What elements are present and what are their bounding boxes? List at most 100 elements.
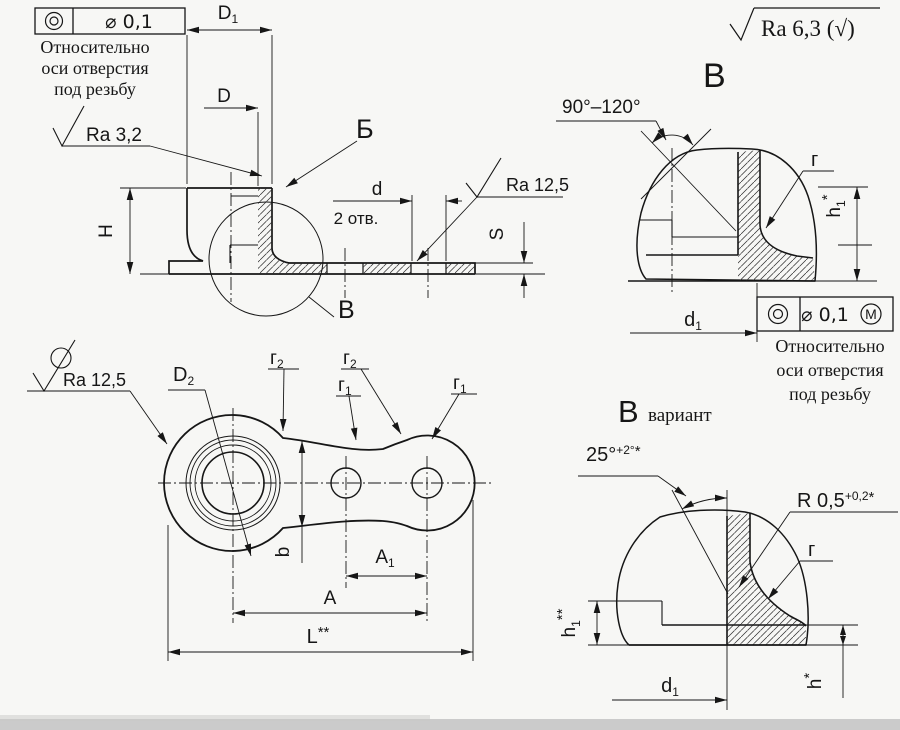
roughness-icon-plate: Ra 12,5 <box>416 157 569 262</box>
dim-h1-variant: h1** <box>554 601 601 645</box>
detail-view-b: В Ra 6,3 (√) 90°–120° г <box>556 7 894 404</box>
tolerance-frame-front: ⌀ 0,1 <box>34 7 186 35</box>
svg-text:d1: d1 <box>684 309 702 333</box>
detail-boundary <box>615 509 809 646</box>
angle-arc <box>651 132 694 146</box>
tolerance-frame-detail: ⌀ 0,1 M <box>756 296 894 332</box>
dim-H: H <box>96 187 186 274</box>
front-view: ⌀ 0,1 Относительно оси отверстия под рез… <box>34 3 569 324</box>
svg-text:h*: h* <box>801 673 826 690</box>
variant-title: В вариант <box>618 394 712 429</box>
dim-radius-r05: R 0,5+0,2* <box>738 489 898 588</box>
mmc-icon: M <box>860 303 882 325</box>
tolerance-note-line: оси отверстия <box>776 360 883 380</box>
dim-countersink-angle: 90°–120° <box>556 97 667 141</box>
svg-text:г1: г1 <box>453 373 467 396</box>
section-hatch <box>446 263 475 274</box>
detail-circle-B <box>208 201 324 317</box>
tolerance-value: ⌀ 0,1 <box>105 11 153 33</box>
svg-text:25°+2°*: 25°+2°* <box>586 443 641 466</box>
dim-A: A <box>233 588 427 617</box>
section-hatch <box>258 188 327 274</box>
lug-outline <box>163 414 476 552</box>
detail-boundary <box>636 147 818 282</box>
svg-text:R 0,5+0,2*: R 0,5+0,2* <box>797 489 875 512</box>
section-hatch <box>363 263 411 274</box>
roughness-value: Ra 12,5 <box>63 370 126 390</box>
dim-L: L** <box>168 624 473 656</box>
svg-text:b: b <box>273 547 294 558</box>
svg-text:h1*: h1* <box>819 194 848 217</box>
detail-view-b-variant: В вариант 25°+2°* R 0,5+0,2* г <box>554 394 898 710</box>
detail-ref-label: В <box>338 296 355 324</box>
svg-text:г: г <box>811 149 818 171</box>
svg-text:h1**: h1** <box>554 608 583 637</box>
dim-d1: d1 <box>630 283 758 342</box>
dim-d-holes: d 2 отв. <box>333 179 462 261</box>
dim-h-variant: h* <box>801 625 846 698</box>
section-hatch <box>727 513 806 645</box>
roughness-icon-plan: Ra 12,5 <box>27 339 168 445</box>
roughness-value: Ra 12,5 <box>506 175 569 195</box>
dim-D2: D2 <box>168 364 252 557</box>
roughness-icon-general: Ra 6,3 (√) <box>729 7 880 42</box>
svg-text:D2: D2 <box>173 364 194 388</box>
svg-text:M: M <box>865 306 877 322</box>
label-B-surface: Б <box>285 114 374 188</box>
svg-text:В: В <box>618 394 639 429</box>
front-outline <box>140 172 545 302</box>
svg-text:H: H <box>96 224 117 238</box>
dim-A1: A1 <box>346 547 427 580</box>
dim-r2-mid: г2 <box>341 348 402 435</box>
svg-text:d: d <box>372 179 383 200</box>
tolerance-note-detail: Относительно оси отверстия под резьбу <box>775 336 884 404</box>
section-hatch <box>738 150 815 281</box>
dim-r2-left: г2 <box>268 348 299 432</box>
dim-b: b <box>273 441 306 563</box>
svg-text:г2: г2 <box>343 348 357 371</box>
dim-chamfer-angle: 25°+2°* <box>578 443 687 497</box>
holes-count-note: 2 отв. <box>334 209 379 228</box>
tolerance-note-front: Относительно оси отверстия под резьбу <box>40 37 149 99</box>
concentricity-icon <box>44 11 64 31</box>
dim-d1-variant: d1 <box>612 675 727 704</box>
hole-centerline <box>345 456 428 623</box>
svg-text:L**: L** <box>307 624 330 648</box>
tolerance-note-line: Относительно <box>775 336 884 356</box>
dim-fillet-r: г <box>765 149 834 229</box>
tolerance-value: ⌀ 0,1 <box>801 304 849 326</box>
scan-edge-strip <box>0 719 900 730</box>
svg-text:A: A <box>324 588 337 609</box>
svg-text:г: г <box>808 539 815 561</box>
svg-text:Б: Б <box>356 114 374 144</box>
dim-D: D <box>204 86 259 186</box>
svg-text:D: D <box>217 86 231 107</box>
roughness-value: Ra 3,2 <box>86 125 142 146</box>
svg-text:г2: г2 <box>270 348 284 371</box>
detail-title: В <box>703 57 726 95</box>
tolerance-note-line: под резьбу <box>54 79 136 99</box>
svg-text:S: S <box>487 228 508 241</box>
dim-D1: D1 <box>186 3 273 184</box>
general-roughness-value: Ra 6,3 (√) <box>761 16 855 41</box>
svg-text:A1: A1 <box>375 547 395 570</box>
svg-text:D1: D1 <box>218 3 239 26</box>
concentricity-icon <box>767 303 789 325</box>
dim-r1-right: г1 <box>431 373 477 440</box>
svg-text:90°–120°: 90°–120° <box>562 97 641 118</box>
tolerance-note-line: под резьбу <box>789 384 871 404</box>
angle-arc <box>681 494 728 510</box>
svg-text:d1: d1 <box>661 675 679 699</box>
tolerance-note-line: оси отверстия <box>41 58 148 78</box>
scan-edge-strip <box>0 715 430 721</box>
plan-view: Ra 12,5 D2 г2 г2 г1 г1 <box>27 339 494 661</box>
svg-text:г1: г1 <box>338 375 352 398</box>
svg-text:вариант: вариант <box>648 405 712 426</box>
dim-h1: h1* <box>818 186 872 281</box>
hole-centerline <box>344 248 429 298</box>
dim-r1-mid: г1 <box>336 375 361 441</box>
tolerance-note-line: Относительно <box>40 37 149 57</box>
dim-fillet-r: г <box>767 539 833 600</box>
